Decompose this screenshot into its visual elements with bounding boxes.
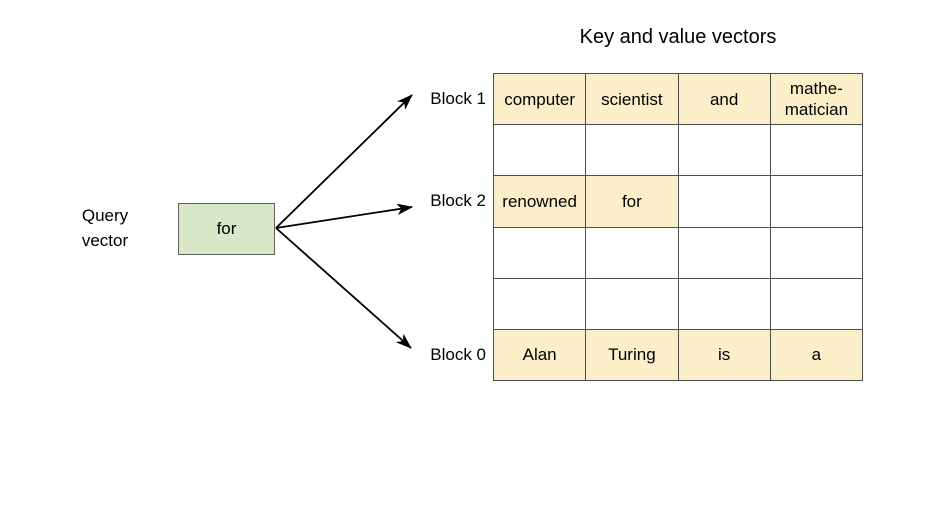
grid-cell-r0-c0: computer — [494, 74, 587, 126]
grid-cell-r1-c1 — [586, 125, 679, 177]
grid-cell-text: a — [811, 345, 822, 365]
grid-cell-r5-c3: a — [770, 329, 863, 381]
grid-cell-r4-c1 — [586, 278, 679, 330]
arrow-to-block-2 — [275, 203, 414, 229]
grid-cell-r0-c1: scientist — [586, 74, 679, 126]
block-label-block-2: Block 2 — [430, 191, 486, 211]
grid-cell-r0-c2: and — [678, 74, 771, 126]
grid-cell-r1-c2 — [678, 125, 771, 177]
grid-cell-text: Alan — [522, 345, 557, 365]
block-label-block-0: Block 0 — [430, 345, 486, 365]
grid-cell-r4-c0 — [494, 278, 587, 330]
arrow-to-block-0 — [275, 227, 412, 349]
grid-cell-text: scientist — [601, 89, 663, 109]
grid-cell-r1-c3 — [770, 125, 863, 177]
grid-cell-r5-c1: Turing — [586, 329, 679, 381]
grid-cell-text: mathe-matician — [784, 79, 849, 120]
grid-cell-text: computer — [504, 89, 576, 109]
grid-cell-r2-c0: renowned — [494, 176, 587, 228]
grid-cell-r5-c0: Alan — [494, 329, 587, 381]
grid-cell-r4-c3 — [770, 278, 863, 330]
grid-cell-r3-c2 — [678, 227, 771, 279]
grid-cell-r3-c1 — [586, 227, 679, 279]
grid-cell-r5-c2: is — [678, 329, 771, 381]
arrow-to-block-1 — [275, 94, 413, 229]
block-label-block-1: Block 1 — [430, 88, 486, 108]
grid-cell-r4-c2 — [678, 278, 771, 330]
key-value-grid: computer scientist and mathe-matician renown… — [493, 73, 863, 381]
diagram-title: Key and value vectors — [579, 26, 777, 48]
query-vector-token: for — [216, 219, 237, 238]
query-vector-label-line-1: Query — [81, 206, 129, 225]
grid-cell-r3-c3 — [770, 227, 863, 279]
grid-cell-text: and — [709, 89, 739, 109]
grid-cell-r2-c3 — [770, 176, 863, 228]
grid-cell-text: renowned — [502, 191, 577, 211]
grid-cell-r2-c1: for — [586, 176, 679, 228]
grid-cell-r0-c3: mathe-matician — [770, 74, 863, 126]
grid-cell-text: is — [717, 345, 731, 365]
grid-cell-r1-c0 — [494, 125, 587, 177]
grid-cell-r3-c0 — [494, 227, 587, 279]
query-vector-label: Query vector — [40, 203, 170, 253]
query-vector-label-line-2: vector — [81, 231, 129, 250]
grid-cell-r2-c2 — [678, 176, 771, 228]
grid-cell-text: for — [621, 191, 642, 211]
grid-cell-text: Turing — [608, 345, 656, 365]
query-vector-box[interactable]: for — [178, 203, 275, 255]
